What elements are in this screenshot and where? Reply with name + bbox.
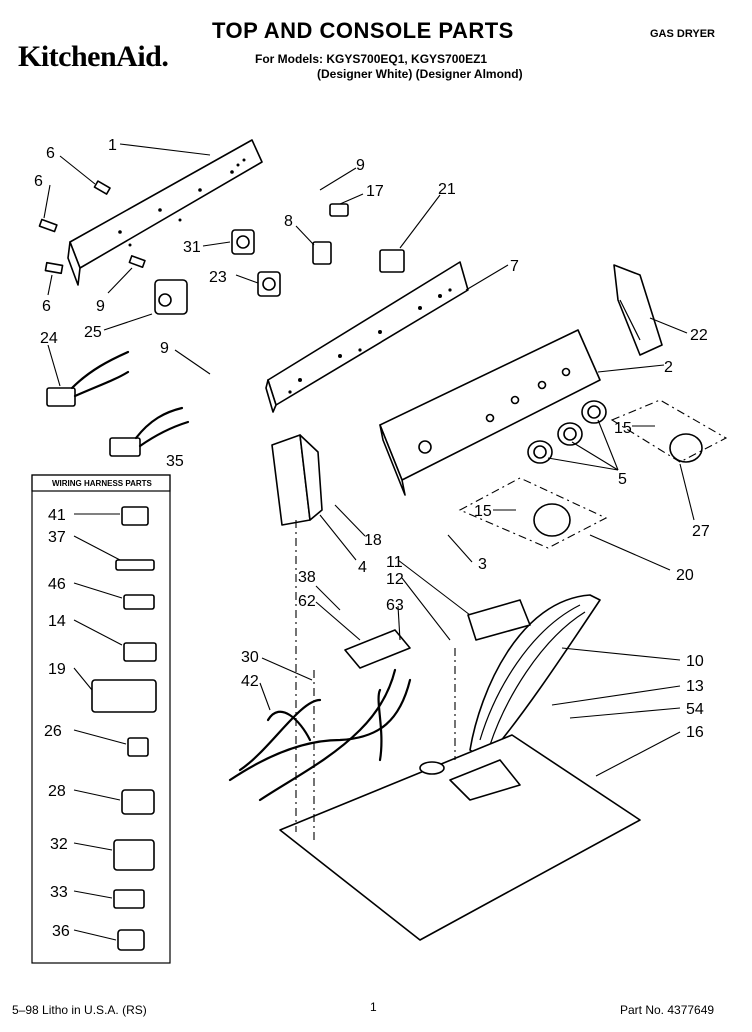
part-console-rail — [265, 261, 469, 413]
callout-2: 2 — [664, 359, 673, 376]
part-dryer-top — [279, 734, 641, 941]
callout-63: 63 — [386, 597, 404, 614]
leader-lines — [43, 143, 695, 941]
part-switches — [154, 203, 405, 315]
callout-23: 23 — [209, 269, 227, 286]
part-front-bracket — [271, 434, 323, 526]
wiring-harness-parts-box — [31, 474, 171, 964]
model-list: For Models: KGYS700EQ1, KGYS700EZ1 (Desi… — [255, 52, 523, 82]
callout-42: 42 — [241, 673, 259, 690]
part-wiring-harness — [228, 668, 412, 802]
callout-26: 26 — [44, 723, 62, 740]
callout-6: 6 — [34, 173, 43, 190]
callout-36: 36 — [52, 923, 70, 940]
callout-54: 54 — [686, 701, 704, 718]
callout-12: 12 — [386, 571, 404, 588]
callout-30: 30 — [241, 649, 259, 666]
callout-20: 20 — [676, 567, 694, 584]
print-info: 5–98 Litho in U.S.A. (RS) — [12, 1003, 147, 1017]
part-knobs — [527, 400, 703, 537]
page-number: 1 — [370, 1000, 377, 1014]
callout-9: 9 — [356, 157, 365, 174]
callout-62: 62 — [298, 593, 316, 610]
callout-9: 9 — [96, 298, 105, 315]
part-number: Part No. 4377649 — [620, 1003, 715, 1017]
callout-3: 3 — [478, 556, 487, 573]
wiring-box-title: WIRING HARNESS PARTS — [52, 479, 153, 488]
callout-46: 46 — [48, 576, 66, 593]
models-line-2: (Designer White) (Designer Almond) — [317, 67, 523, 81]
callout-4: 4 — [358, 559, 367, 576]
callout-18: 18 — [364, 532, 382, 549]
part-side-bracket — [613, 264, 663, 356]
callout-27: 27 — [692, 523, 710, 540]
callout-labels: 1 6 6 6 9 9 9 17 21 8 31 23 7 25 24 22 2… — [34, 137, 710, 940]
callout-21: 21 — [438, 181, 456, 198]
part-plate-62 — [344, 629, 411, 669]
callout-6: 6 — [46, 145, 55, 162]
page-title: TOP AND CONSOLE PARTS — [212, 18, 514, 43]
callout-33: 33 — [50, 884, 68, 901]
callout-41: 41 — [48, 507, 66, 524]
callout-17: 17 — [366, 183, 384, 200]
callout-37: 37 — [48, 529, 66, 546]
callout-6: 6 — [42, 298, 51, 315]
callout-10: 10 — [686, 653, 704, 670]
callout-24: 24 — [40, 330, 58, 347]
callout-32: 32 — [50, 836, 68, 853]
part-screws-6 — [38, 180, 146, 275]
brand-logo: KitchenAid. — [18, 40, 169, 73]
part-front-panel — [469, 594, 601, 761]
callout-14: 14 — [48, 613, 66, 630]
part-back-panel — [67, 139, 263, 286]
callout-38: 38 — [298, 569, 316, 586]
callout-13: 13 — [686, 678, 704, 695]
product-type: GAS DRYER — [650, 28, 715, 40]
callout-15: 15 — [474, 503, 492, 520]
callout-5: 5 — [618, 471, 627, 488]
callout-25: 25 — [84, 324, 102, 341]
callout-22: 22 — [690, 327, 708, 344]
callout-31: 31 — [183, 239, 201, 256]
part-console — [379, 329, 601, 496]
part-cover-11 — [467, 599, 531, 641]
part-connector-35 — [109, 406, 190, 457]
callout-8: 8 — [284, 213, 293, 230]
part-connector-24 — [46, 350, 130, 407]
callout-11: 11 — [386, 554, 403, 571]
callout-28: 28 — [48, 783, 66, 800]
callout-9: 9 — [160, 340, 169, 357]
models-line-1: For Models: KGYS700EQ1, KGYS700EZ1 — [255, 52, 488, 66]
callout-7: 7 — [510, 258, 519, 275]
callout-19: 19 — [48, 661, 66, 678]
callout-35: 35 — [166, 453, 184, 470]
callout-15: 15 — [614, 420, 632, 437]
callout-1: 1 — [108, 137, 117, 154]
callout-16: 16 — [686, 724, 704, 741]
